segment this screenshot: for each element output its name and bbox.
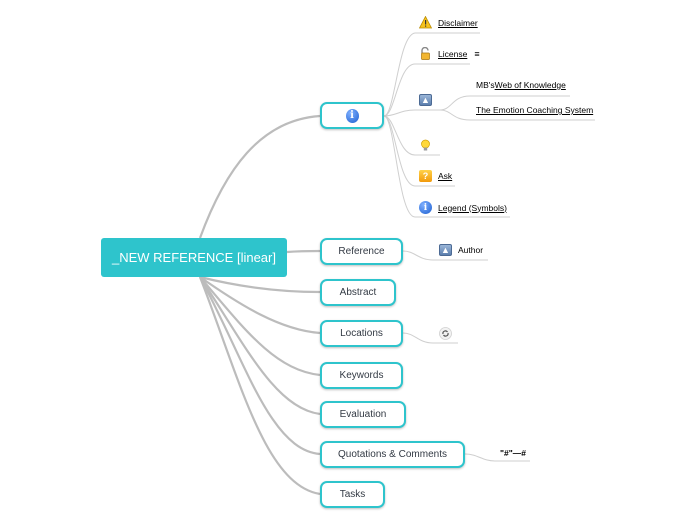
branch-label-abstract: Abstract bbox=[339, 287, 377, 298]
leaf-license[interactable]: License ≡ bbox=[419, 47, 480, 60]
leaf-location-link[interactable] bbox=[439, 327, 458, 340]
lightbulb-icon bbox=[421, 139, 430, 151]
note-icon[interactable]: ≡ bbox=[474, 48, 480, 59]
info-icon: i bbox=[419, 201, 432, 214]
link-icon bbox=[439, 327, 452, 340]
leaf-web-of-knowledge[interactable]: MB's Web of Knowledge bbox=[476, 80, 566, 90]
branch-label-quotations: Quotations & Comments bbox=[338, 449, 447, 460]
leaf-disclaimer[interactable]: Disclaimer bbox=[419, 16, 478, 29]
author-label: Author bbox=[458, 245, 484, 255]
web-of-knowledge-link[interactable]: Web of Knowledge bbox=[494, 80, 566, 90]
quotation-marker-label: "#"—# bbox=[500, 448, 527, 458]
branch-tasks[interactable]: Tasks bbox=[320, 481, 385, 508]
branch-keywords[interactable]: Keywords bbox=[320, 362, 403, 389]
leaf-author[interactable]: ▲ Author bbox=[439, 244, 483, 256]
root-label: _NEW REFERENCE [linear] bbox=[112, 250, 276, 265]
root-topic[interactable]: _NEW REFERENCE [linear] bbox=[101, 238, 287, 277]
leaf-related-links[interactable]: ▲ bbox=[419, 94, 438, 106]
branch-label-evaluation: Evaluation bbox=[339, 409, 387, 420]
branch-label-reference: Reference bbox=[338, 246, 385, 257]
info-icon: i bbox=[345, 108, 359, 123]
warning-icon bbox=[419, 16, 432, 29]
branch-abstract[interactable]: Abstract bbox=[320, 279, 396, 306]
leaf-quotation-marker[interactable]: "#"—# bbox=[500, 448, 526, 458]
web-prefix: MB's bbox=[476, 80, 495, 90]
branch-quotations[interactable]: Quotations & Comments bbox=[320, 441, 465, 468]
branch-reference[interactable]: Reference bbox=[320, 238, 403, 265]
emotion-coaching-link[interactable]: The Emotion Coaching System bbox=[476, 105, 594, 115]
branch-info[interactable]: i bbox=[320, 102, 384, 129]
unlocked-padlock-icon bbox=[421, 47, 430, 60]
up-arrow-icon: ▲ bbox=[439, 244, 452, 256]
question-icon: ? bbox=[419, 170, 432, 182]
branch-label-keywords: Keywords bbox=[339, 370, 384, 381]
branch-evaluation[interactable]: Evaluation bbox=[320, 401, 406, 428]
leaf-ask[interactable]: ? Ask bbox=[419, 170, 452, 182]
legend-link[interactable]: Legend (Symbols) bbox=[438, 202, 507, 213]
branch-locations[interactable]: Locations bbox=[320, 320, 403, 347]
branch-label-tasks: Tasks bbox=[339, 489, 366, 500]
disclaimer-link[interactable]: Disclaimer bbox=[438, 17, 478, 28]
branch-label-locations: Locations bbox=[340, 328, 383, 339]
up-arrow-icon: ▲ bbox=[419, 94, 432, 106]
leaf-emotion-coaching[interactable]: The Emotion Coaching System bbox=[476, 105, 593, 115]
leaf-legend[interactable]: i Legend (Symbols) bbox=[419, 201, 507, 214]
leaf-idea[interactable] bbox=[419, 139, 438, 152]
license-link[interactable]: License bbox=[438, 48, 468, 59]
ask-link[interactable]: Ask bbox=[438, 171, 453, 181]
